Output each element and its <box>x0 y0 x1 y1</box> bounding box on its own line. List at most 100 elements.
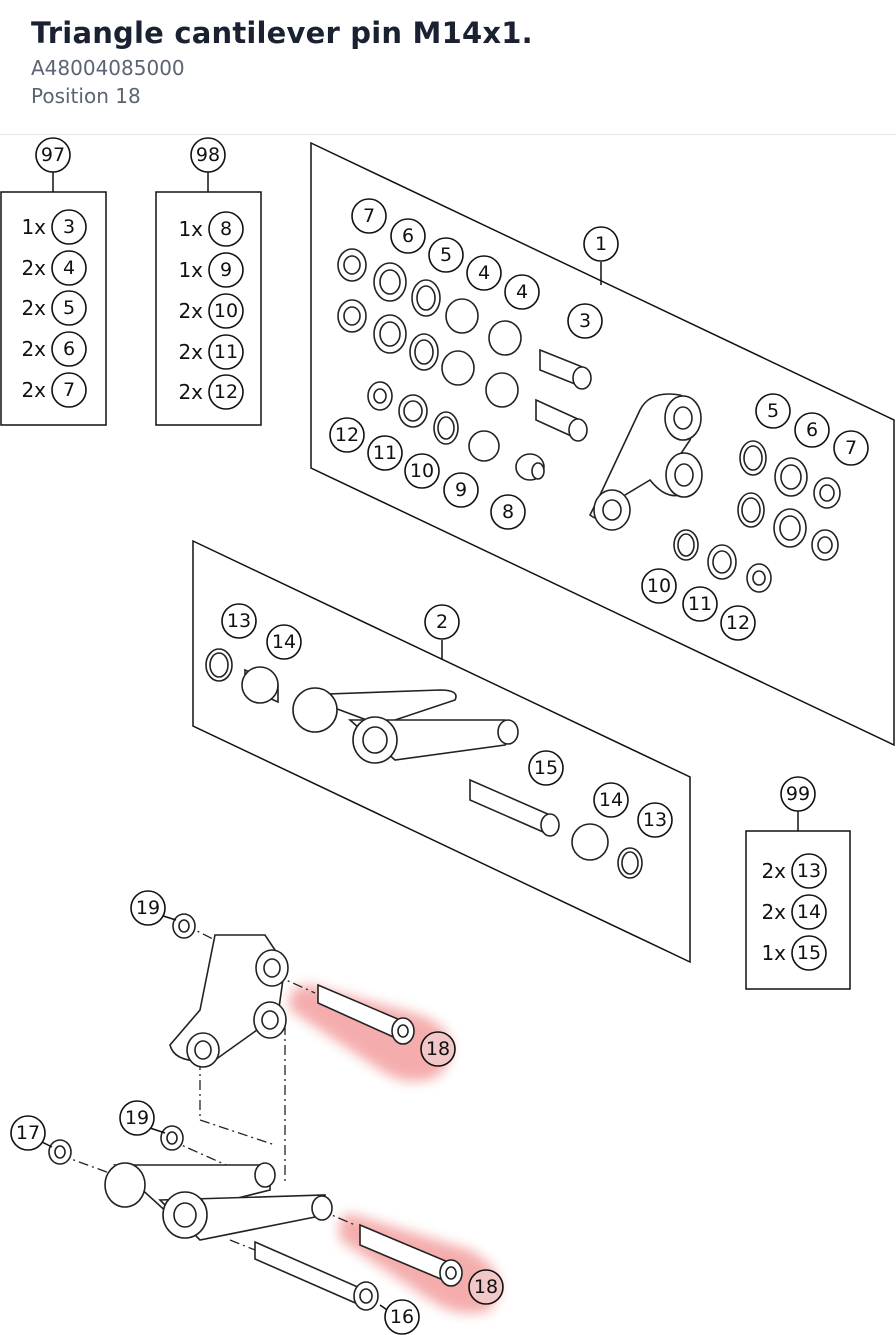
callout-number[interactable]: 14 <box>791 894 827 930</box>
kit-label[interactable]: 99 <box>780 776 816 812</box>
callout-number[interactable]: 14 <box>266 624 302 660</box>
callout-number[interactable]: 5 <box>51 290 87 326</box>
callout-number[interactable]: 16 <box>384 1299 420 1335</box>
callout-number[interactable]: 5 <box>428 237 464 273</box>
kit-quantity: 2x <box>21 378 46 402</box>
callout-number[interactable]: 9 <box>208 252 244 288</box>
callout-label: 2 <box>436 611 448 633</box>
callout-number[interactable]: 6 <box>390 218 426 254</box>
callout-label: 19 <box>136 897 160 919</box>
kit-item: 2x 4 <box>21 250 87 286</box>
callout-label: 5 <box>63 297 75 319</box>
callout-label: 13 <box>797 860 821 882</box>
callout-label: 14 <box>272 631 296 653</box>
callout-label: 19 <box>125 1107 149 1129</box>
callout-label: 10 <box>647 575 671 597</box>
callout-number[interactable]: 10 <box>404 453 440 489</box>
callout-label: 8 <box>502 501 514 523</box>
callout-label: 6 <box>63 338 75 360</box>
callout-number[interactable]: 7 <box>833 430 869 466</box>
kit-quantity: 1x <box>21 215 46 239</box>
callout-number[interactable]: 5 <box>755 393 791 429</box>
callout-number[interactable]: 4 <box>51 250 87 286</box>
callout-number[interactable]: 6 <box>51 331 87 367</box>
callout-number[interactable]: 13 <box>221 603 257 639</box>
callout-number[interactable]: 13 <box>791 853 827 889</box>
kit-97[interactable]: 97 1x 3 2x 4 2x 5 2x 6 2x 7 <box>0 137 107 426</box>
callout-number[interactable]: 11 <box>367 435 403 471</box>
kit-quantity: 2x <box>21 337 46 361</box>
callout-label: 6 <box>402 225 414 247</box>
kit-label[interactable]: 97 <box>35 137 71 173</box>
callout-number[interactable]: 3 <box>567 303 603 339</box>
kit-quantity: 2x <box>21 296 46 320</box>
callout-label: 11 <box>373 442 397 464</box>
kit-item: 2x 10 <box>178 293 244 329</box>
callout-label: 13 <box>643 809 667 831</box>
callout-number[interactable]: 7 <box>51 372 87 408</box>
callout-number[interactable]: 11 <box>682 586 718 622</box>
callout-number[interactable]: 14 <box>593 782 629 818</box>
callout-number[interactable]: 19 <box>130 890 166 926</box>
callout-number[interactable]: 9 <box>443 472 479 508</box>
callout-label: 3 <box>63 216 75 238</box>
callout-label: 11 <box>688 593 712 615</box>
callout-label: 10 <box>214 300 238 322</box>
callout-number[interactable]: 6 <box>794 412 830 448</box>
callout-label: 15 <box>534 757 558 779</box>
callout-label: 18 <box>474 1276 498 1298</box>
kit-98[interactable]: 98 1x 8 1x 9 2x 10 2x 11 2x 12 <box>155 137 262 426</box>
callout-number[interactable]: 10 <box>641 568 677 604</box>
kit-item: 2x 13 <box>761 853 827 889</box>
callout-number[interactable]: 12 <box>208 374 244 410</box>
callout-number[interactable]: 18 <box>420 1031 456 1067</box>
callout-label: 16 <box>390 1306 414 1328</box>
callout-number[interactable]: 2 <box>424 604 460 640</box>
callout-number[interactable]: 13 <box>637 802 673 838</box>
kit-label[interactable]: 98 <box>190 137 226 173</box>
callout-label: 12 <box>335 424 359 446</box>
kit-item: 2x 5 <box>21 290 87 326</box>
lower-assembly: 19 18 17 19 18 16 <box>10 890 504 1335</box>
callout-label: 5 <box>440 244 452 266</box>
position-label: Position 18 <box>31 84 141 108</box>
kit-quantity: 1x <box>178 258 203 282</box>
callout-number[interactable]: 15 <box>528 750 564 786</box>
callout-number[interactable]: 4 <box>466 255 502 291</box>
callout-label: 11 <box>214 341 238 363</box>
callout-number[interactable]: 10 <box>208 293 244 329</box>
page-title: Triangle cantilever pin M14x1. <box>31 16 533 50</box>
callout-label: 18 <box>426 1038 450 1060</box>
callout-label: 6 <box>806 419 818 441</box>
callout-number[interactable]: 11 <box>208 334 244 370</box>
bearing-set <box>337 248 841 593</box>
callout-label: 7 <box>63 379 75 401</box>
callout-number[interactable]: 18 <box>468 1269 504 1305</box>
callout-number[interactable]: 4 <box>504 274 540 310</box>
callout-number[interactable]: 19 <box>119 1100 155 1136</box>
callout-number[interactable]: 12 <box>329 417 365 453</box>
callout-number[interactable]: 12 <box>720 605 756 641</box>
assembly-panel-2: 2 13 14 15 14 13 <box>192 539 691 964</box>
callout-number[interactable]: 7 <box>351 198 387 234</box>
kit-item: 2x 6 <box>21 331 87 367</box>
callout-number[interactable]: 8 <box>490 494 526 530</box>
callout-number[interactable]: 1 <box>583 226 619 262</box>
kit-quantity: 1x <box>178 217 203 241</box>
kit-quantity: 1x <box>761 941 786 965</box>
kit-item: 1x 15 <box>761 935 827 971</box>
callout-number[interactable]: 8 <box>208 211 244 247</box>
kit-quantity: 2x <box>178 299 203 323</box>
callout-number[interactable]: 3 <box>51 209 87 245</box>
callout-label: 4 <box>516 281 528 303</box>
part-header: Triangle cantilever pin M14x1. A48004085… <box>0 0 896 135</box>
callout-label: 97 <box>41 144 65 166</box>
kit-99[interactable]: 99 2x 13 2x 14 1x 15 <box>745 776 851 990</box>
kit-quantity: 2x <box>21 256 46 280</box>
callout-number[interactable]: 15 <box>791 935 827 971</box>
callout-label: 5 <box>767 400 779 422</box>
callout-number[interactable]: 17 <box>10 1115 46 1151</box>
callout-label: 13 <box>227 610 251 632</box>
callout-label: 1 <box>595 233 607 255</box>
